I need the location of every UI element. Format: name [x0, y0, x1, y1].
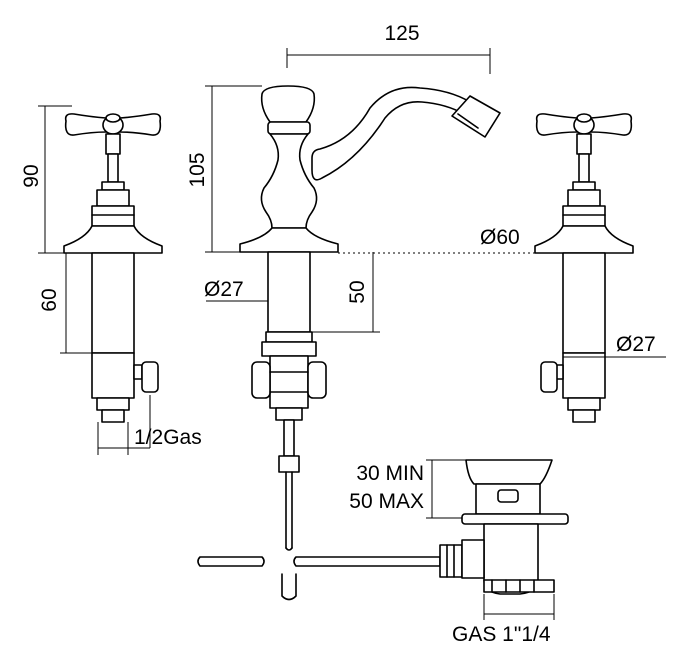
dim-mixer-shank-diameter: Ø27: [204, 278, 244, 301]
left-tap-shank: [91, 252, 135, 354]
dim-waste-max: 50 MAX: [349, 490, 424, 513]
dim-tap-body-length: 60: [38, 288, 61, 311]
dim-waste-thread: GAS 1"1/4: [452, 623, 551, 646]
mixer-body: [260, 133, 318, 229]
right-tap-cross-handle: [535, 113, 633, 136]
dim-tap-height: 90: [20, 164, 43, 187]
dim-shank-length: 50: [346, 280, 369, 303]
waste: [461, 459, 569, 595]
mixer-base: [239, 227, 339, 253]
left-tap-flange: [63, 225, 163, 254]
dim-spout-reach: 125: [384, 22, 419, 45]
dim-waste-min: 30 MIN: [356, 462, 424, 485]
mixer: [239, 85, 501, 601]
dim-tap-shank-diameter: Ø27: [616, 333, 656, 356]
dim-base-diameter: Ø60: [480, 226, 520, 249]
right-tap: [534, 113, 634, 423]
dim-tap-connection: 1/2Gas: [134, 426, 202, 449]
waste-flange: [465, 459, 553, 485]
left-tap-cross-handle: [64, 113, 162, 136]
pop-up-rod: [197, 544, 463, 578]
left-tap: [63, 113, 163, 423]
right-tap-flange: [534, 225, 634, 254]
spout-nozzle: [451, 95, 501, 138]
right-tap-shank: [562, 252, 606, 354]
mixer-top-knob: [260, 85, 316, 123]
dimension-lines: [38, 48, 666, 620]
dim-spout-height: 105: [186, 152, 209, 187]
mixer-shank: [267, 251, 311, 333]
spout: [311, 86, 471, 181]
